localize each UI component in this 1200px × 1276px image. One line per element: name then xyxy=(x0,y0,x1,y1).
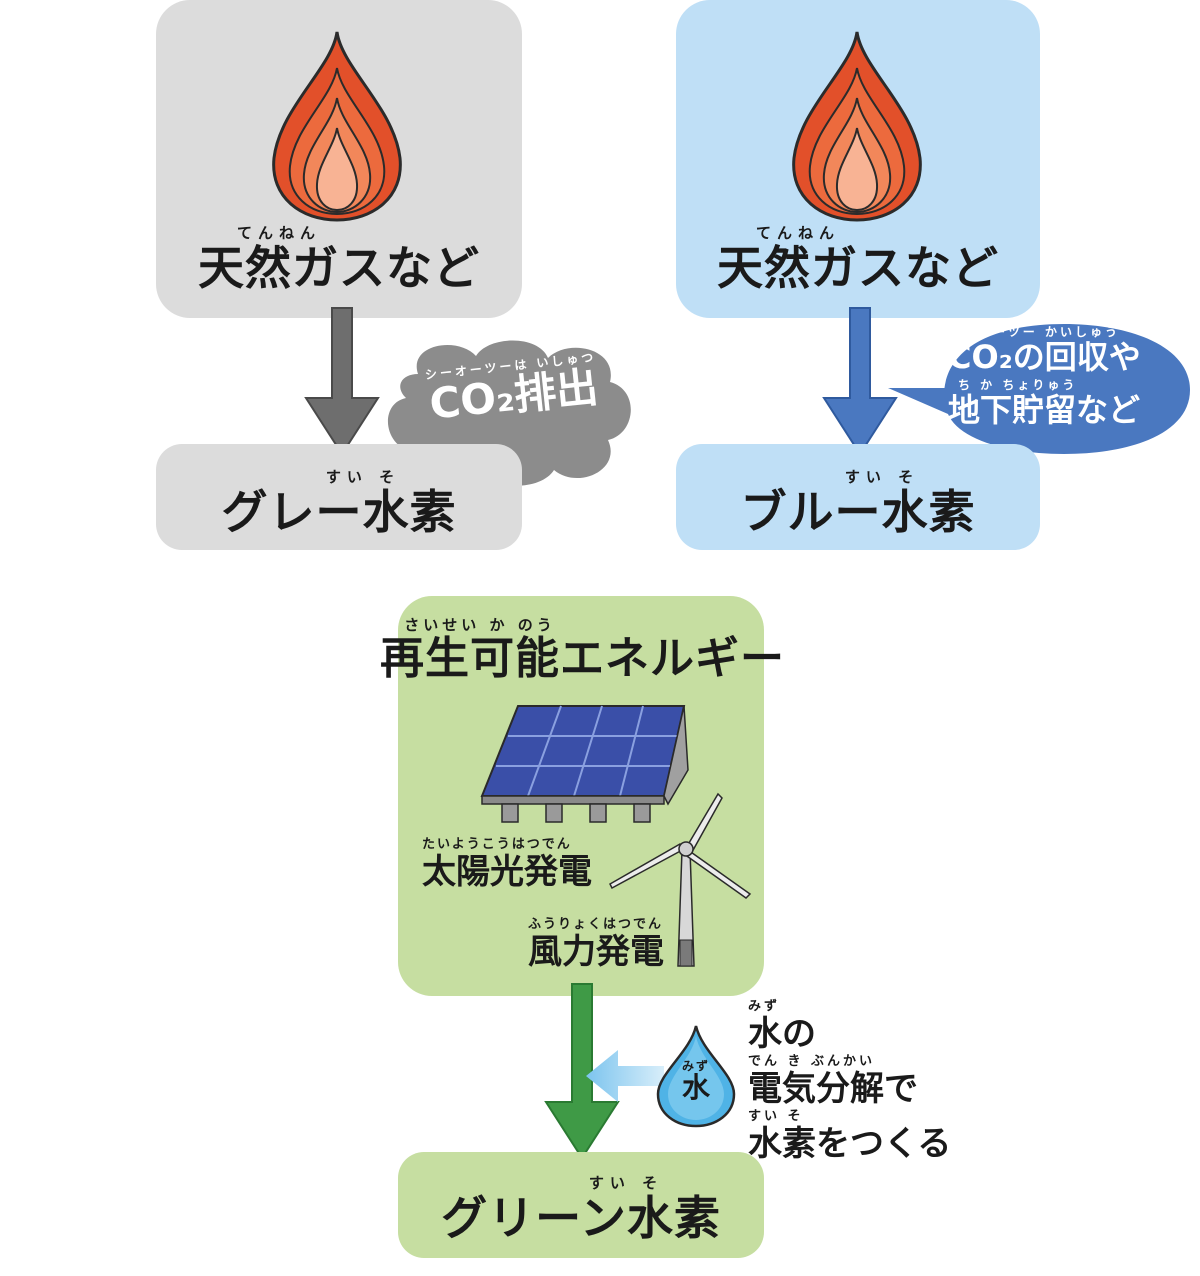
process-label: みず 水の でん き ぶんかい 電気分解で すい そ 水素をつくる xyxy=(748,1000,951,1161)
process-ruby-1: みず xyxy=(748,999,781,1014)
water-text: 水 xyxy=(681,1071,710,1104)
flame-icon xyxy=(272,31,402,222)
blue-result-text: ブルー水素 xyxy=(740,485,976,539)
green-source-ruby: さいせい か のう xyxy=(404,616,556,634)
blue-source-text: 天然ガスなど xyxy=(717,241,999,295)
green-source-text: 再生可能エネルギー xyxy=(380,633,785,684)
blue-result-label: すい そ ブルー水素 xyxy=(676,468,1040,536)
gray-source-label: てんねん 天然ガスなど xyxy=(156,224,522,292)
flame-icon xyxy=(792,31,922,222)
gray-result-label: すい そ グレー水素 xyxy=(156,468,522,536)
gray-result-text: グレー水素 xyxy=(221,485,457,539)
process-line-2: 電気分解で xyxy=(748,1069,918,1109)
solar-ruby: たいようこうはつでん xyxy=(422,837,572,852)
process-ruby-2: でん き ぶんかい xyxy=(748,1054,876,1069)
blue-source-ruby: てんねん xyxy=(755,224,840,242)
green-result-text: グリーン水素 xyxy=(441,1191,721,1245)
capture-line-2: 地下貯留など xyxy=(948,391,1141,429)
gray-result-box xyxy=(156,444,522,550)
wind-label: ふうりょくはつでん 風力発電 xyxy=(528,918,664,969)
water-drop-icon xyxy=(656,1025,736,1128)
blue-source-label: てんねん 天然ガスなど xyxy=(676,224,1040,292)
green-result-label: すい そ グリーン水素 xyxy=(398,1174,764,1242)
wind-text: 風力発電 xyxy=(528,932,664,972)
speech-bubble-icon xyxy=(888,324,1190,454)
wind-ruby: ふうりょくはつでん xyxy=(528,917,664,932)
gray-down-arrow xyxy=(304,307,380,456)
solar-text: 太陽光発電 xyxy=(422,852,592,892)
green-source-label: さいせい か のう 再生可能エネルギー xyxy=(380,616,784,681)
process-ruby-3: すい そ xyxy=(748,1109,804,1124)
green-result-box xyxy=(398,1152,764,1258)
gray-result-ruby: すい そ xyxy=(325,468,401,486)
solar-label: たいようこうはつでん 太陽光発電 xyxy=(422,838,592,889)
capture-ruby-1: シーオーツー かいしゅう xyxy=(948,325,1120,339)
solar-panel-icon xyxy=(480,705,689,823)
gray-source-ruby: てんねん xyxy=(236,224,321,242)
blue-result-ruby: すい そ xyxy=(844,468,920,486)
capture-ruby-2: ち か ちょりゅう xyxy=(958,378,1078,392)
water-drop-label: みず 水 xyxy=(654,1060,738,1102)
green-result-ruby: すい そ xyxy=(588,1174,664,1192)
capture-label: シーオーツー かいしゅう CO₂の回収や ち か ちょりゅう 地下貯留など xyxy=(948,326,1178,426)
green-down-arrow xyxy=(544,983,620,1160)
blue-down-arrow xyxy=(822,307,898,456)
water-ruby: みず xyxy=(681,1059,710,1073)
wind-turbine-icon xyxy=(609,792,752,967)
capture-line-1: CO₂の回収や xyxy=(948,338,1141,376)
water-inflow-arrow xyxy=(586,1050,664,1102)
blue-result-box xyxy=(676,444,1040,550)
process-line-3: 水素をつくる xyxy=(748,1124,952,1164)
gray-source-text: 天然ガスなど xyxy=(198,241,480,295)
process-line-1: 水の xyxy=(748,1014,816,1054)
